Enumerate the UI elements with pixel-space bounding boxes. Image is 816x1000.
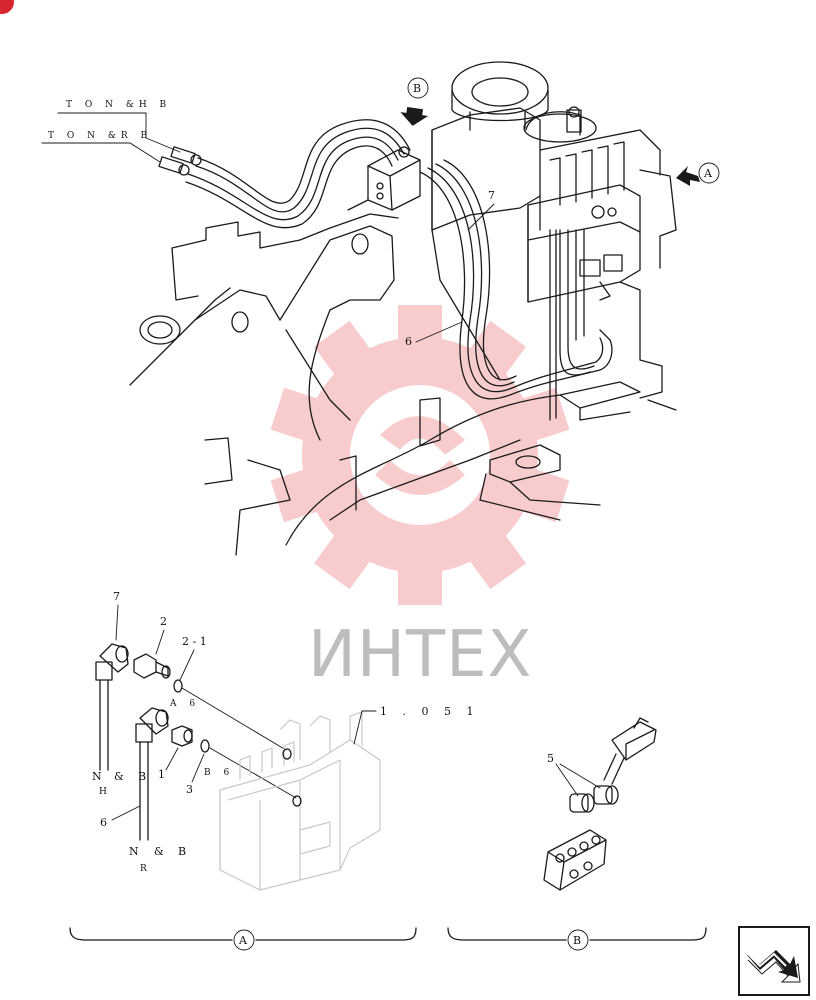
o-ring-3 <box>200 739 210 753</box>
view-a-label-lower: A <box>238 934 248 947</box>
o-ring-2-1 <box>173 679 183 693</box>
view-a-label-upper: A <box>703 167 713 180</box>
machine-frame <box>129 213 601 556</box>
elbow-fitting-7 <box>95 643 129 771</box>
watermark-text: ИНТЕХ <box>308 618 532 692</box>
label-b6: B 6 <box>204 768 234 778</box>
callout-6-upper: 6 <box>405 335 412 348</box>
label-nh-amp: & <box>114 770 124 783</box>
view-b-label-upper: B <box>413 82 421 95</box>
callout-2-1: 2 - 1 <box>182 635 207 648</box>
brace-view-a: A <box>69 927 417 951</box>
label-nr-n: N <box>129 845 139 858</box>
control-valve-ghost <box>219 711 381 891</box>
clamp-bolt <box>603 717 657 785</box>
hydraulic-tank <box>431 61 549 381</box>
elbow-fitting-6 <box>135 707 169 841</box>
upper-assembly: T O N &H B T O N &R B <box>41 61 720 556</box>
label-nh-n: N <box>92 770 102 783</box>
callout-3-detail: 3 <box>186 783 193 796</box>
callout-7-detail: 7 <box>113 590 120 603</box>
brace-view-b: B <box>447 927 707 951</box>
next-page-button[interactable] <box>738 926 810 996</box>
control-valve-assembly <box>523 106 677 421</box>
adapter-2 <box>133 653 171 679</box>
watermark-gear <box>270 305 570 605</box>
callout-6-detail: 6 <box>100 816 107 829</box>
label-to-nh-b: T O N &H B <box>66 100 171 110</box>
label-nr-amp: & <box>154 845 164 858</box>
view-b-arrow: B <box>400 77 429 126</box>
callout-5-detail: 5 <box>547 752 554 765</box>
hose-fittings-left <box>158 146 202 176</box>
grommets-5 <box>569 785 619 813</box>
label-nh-b: B <box>138 770 146 783</box>
hydraulic-hoses <box>185 119 613 400</box>
detail-view-a: 7 N & B H 2 2 - 1 A 6 <box>92 590 479 891</box>
hose-clamp-block <box>543 829 607 891</box>
label-nh-h: H <box>99 787 112 797</box>
detail-view-b: 5 <box>543 717 657 891</box>
label-nr-r: R <box>140 864 152 874</box>
callout-7-upper: 7 <box>488 189 495 202</box>
view-b-label-lower: B <box>573 934 581 947</box>
label-nr-b: B <box>178 845 186 858</box>
label-a6: A 6 <box>169 699 200 709</box>
adapter-1 <box>171 725 193 747</box>
view-a-arrow: A <box>676 162 720 186</box>
label-to-nr-b: T O N &R B <box>48 131 152 141</box>
next-page-arrow-icon <box>738 926 810 996</box>
callout-1-detail: 1 <box>158 768 165 781</box>
hose-clamp-upper <box>347 146 421 211</box>
callout-valve-1051: 1 . 0 5 1 <box>380 705 479 718</box>
callout-2-detail: 2 <box>160 615 167 628</box>
